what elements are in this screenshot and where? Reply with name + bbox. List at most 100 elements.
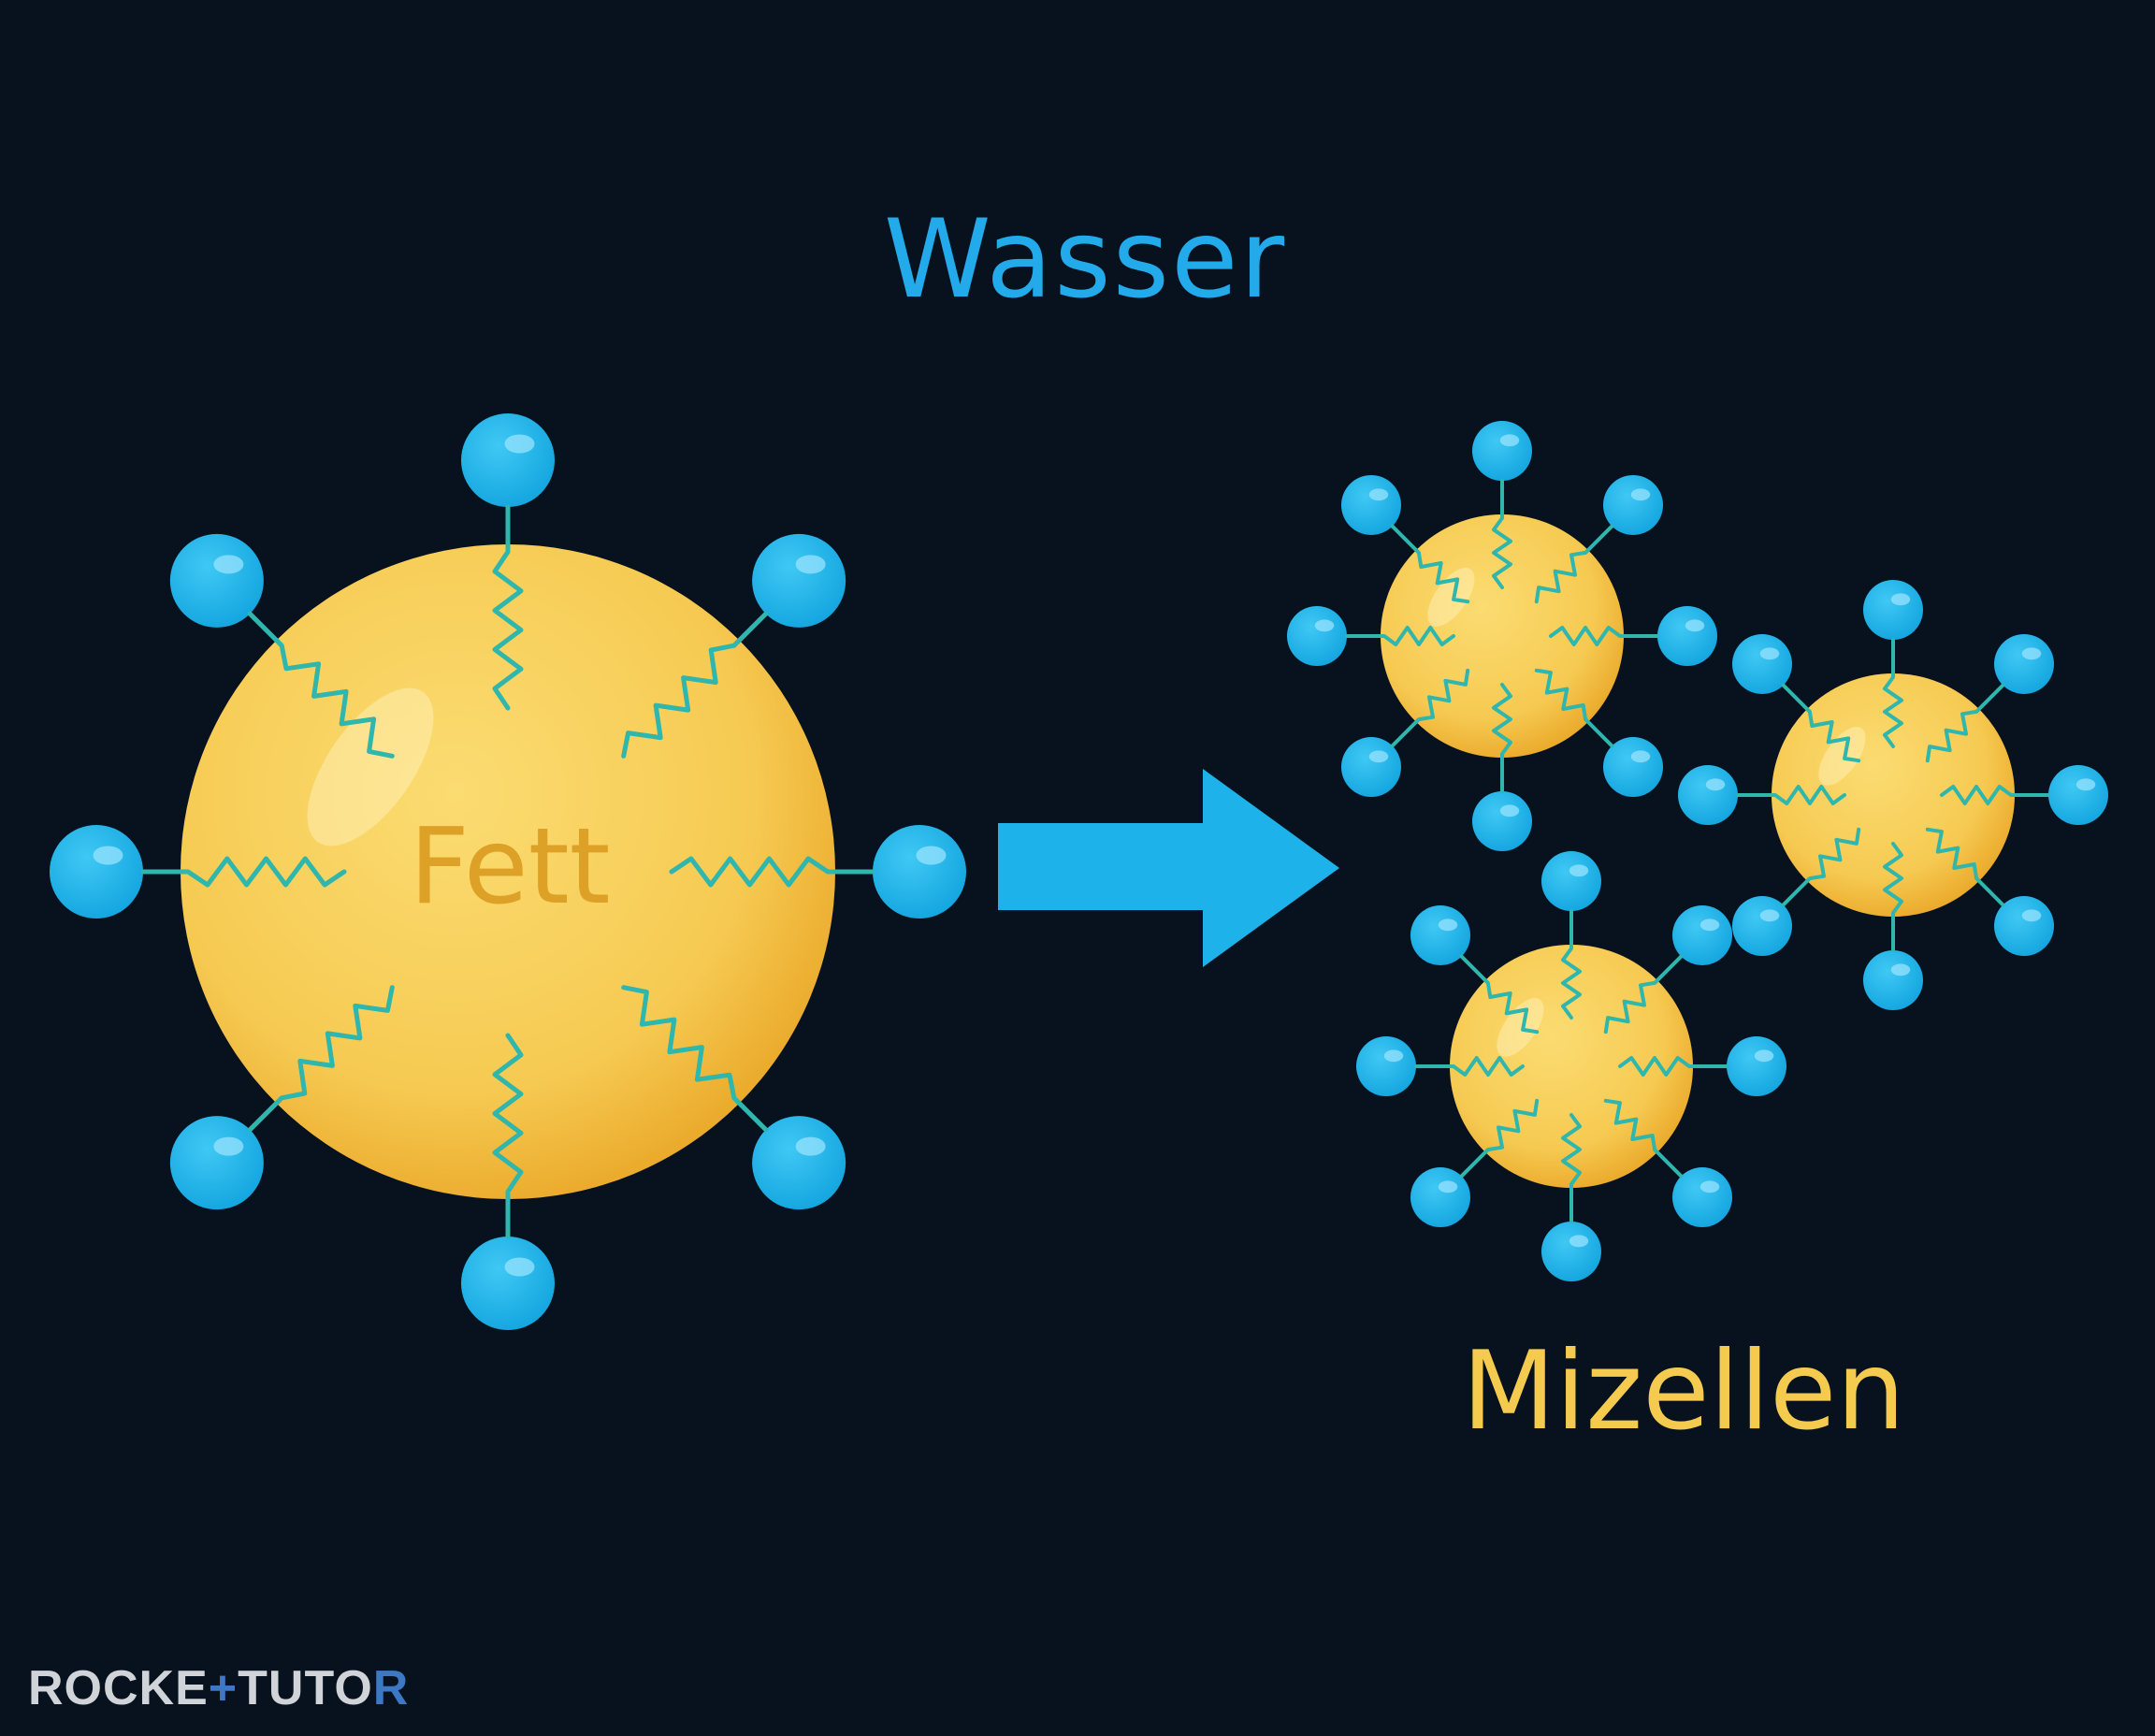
- hydrophobic-tail-icon: [1414, 1056, 1525, 1077]
- micelle-2-fat-body: [1772, 673, 2015, 917]
- hydrophilic-head-icon: [2048, 765, 2108, 825]
- hydrophobic-tail-icon: [1345, 626, 1455, 646]
- right-arrow-icon: [998, 769, 1339, 967]
- hydrophobic-tail-icon: [1603, 954, 1684, 1034]
- surfactant-tails-layer: [140, 479, 2050, 1239]
- hydrophobic-tail-icon: [492, 504, 524, 711]
- head-shine: [1759, 647, 1780, 660]
- micelle-3-fat-body: [1450, 945, 1693, 1188]
- head-shine: [1499, 804, 1520, 817]
- micelle-2-fat-highlight: [1818, 727, 1866, 786]
- hydrophobic-tail-icon: [1492, 479, 1512, 589]
- logo-text-2: TUTO: [238, 1661, 373, 1715]
- logo-text-1: ROCKE: [28, 1661, 209, 1715]
- hydrophobic-tail-icon: [1534, 524, 1614, 604]
- head-shine: [795, 555, 826, 574]
- hydrophilic-head-icon: [50, 825, 143, 919]
- head-shine: [1438, 919, 1458, 932]
- hydrophobic-tail-icon: [1459, 954, 1540, 1034]
- hydrophobic-tail-icon: [1492, 683, 1512, 793]
- hydrophobic-tail-icon: [492, 1033, 524, 1239]
- rocket-tutor-logo: ROCKE+TUTOR: [28, 1660, 409, 1716]
- hydrophilic-head-icon: [1678, 765, 1738, 825]
- hydrophobic-tail-icon: [247, 611, 395, 759]
- head-shine: [1499, 434, 1520, 447]
- hydrophobic-tail-icon: [1883, 842, 1903, 952]
- hydrophilic-head-icon: [1863, 950, 1923, 1010]
- hydrophilic-head-icon: [752, 1116, 846, 1210]
- head-shine: [93, 846, 123, 865]
- hydrophilic-head-icon: [1541, 1222, 1601, 1281]
- head-shine: [1630, 750, 1651, 763]
- head-shine: [1685, 619, 1705, 632]
- head-shine: [1314, 619, 1335, 632]
- hydrophilic-head-icon: [461, 1237, 555, 1330]
- hydrophobic-tail-icon: [1534, 668, 1614, 748]
- head-shine: [2075, 778, 2096, 791]
- hydrophobic-tail-icon: [1736, 785, 1846, 805]
- hydrophilic-head-icon: [1340, 737, 1401, 798]
- hydrophilic-head-icon: [169, 1116, 264, 1210]
- head-shine: [2021, 909, 2042, 922]
- head-shine: [2021, 647, 2042, 660]
- hydrophilic-head-icon: [1994, 896, 2055, 957]
- micelles-label: Mizellen: [1462, 1328, 1905, 1454]
- head-shine: [1438, 1180, 1458, 1194]
- head-shine: [504, 434, 535, 454]
- hydrophilic-head-icon: [1287, 606, 1347, 666]
- hydrophilic-head-icon: [461, 413, 555, 507]
- hydrophilic-head-icon: [1994, 633, 2055, 694]
- hydrophobic-tail-icon: [621, 985, 769, 1133]
- hydrophobic-tail-icon: [1603, 1098, 1684, 1179]
- hydrophobic-tail-icon: [669, 856, 875, 888]
- head-shine: [504, 1257, 535, 1277]
- hydrophilic-head-icon: [873, 825, 966, 919]
- hydrophilic-head-icon: [1541, 851, 1601, 911]
- hydrophilic-head-icon: [169, 533, 264, 628]
- head-shine: [1699, 919, 1720, 932]
- hydrophilic-head-icon: [1603, 737, 1664, 798]
- large-droplet-fat-highlight: [307, 687, 434, 846]
- hydrophobic-tail-icon: [1618, 1056, 1728, 1077]
- surfactant-heads-layer: [50, 413, 2108, 1330]
- hydrophilic-head-icon: [1340, 474, 1401, 535]
- head-shine: [1754, 1049, 1774, 1063]
- micelle-1-fat-highlight: [1427, 568, 1475, 627]
- hydrophobic-tail-icon: [621, 611, 769, 759]
- head-shine: [1368, 488, 1389, 501]
- hydrophobic-tail-icon: [1781, 683, 1861, 763]
- hydrophobic-tail-icon: [1549, 626, 1659, 646]
- logo-text-3: R: [372, 1661, 410, 1715]
- hydrophobic-tail-icon: [1390, 668, 1470, 748]
- hydrophobic-tail-icon: [1925, 683, 2005, 763]
- head-shine: [1890, 963, 1911, 976]
- hydrophilic-head-icon: [1410, 1167, 1470, 1228]
- head-shine: [1569, 1235, 1589, 1248]
- hydrophobic-tail-icon: [1781, 827, 1861, 907]
- hydrophilic-head-icon: [1863, 580, 1923, 640]
- hydrophobic-tail-icon: [1940, 785, 2050, 805]
- hydrophilic-head-icon: [752, 533, 846, 628]
- hydrophobic-tail-icon: [1925, 827, 2005, 907]
- hydrophilic-head-icon: [1356, 1036, 1416, 1096]
- hydrophobic-tail-icon: [1459, 1098, 1540, 1179]
- water-label: Wasser: [883, 196, 1287, 323]
- hydrophilic-head-icon: [1472, 791, 1532, 851]
- head-shine: [1890, 593, 1911, 606]
- head-shine: [1759, 909, 1780, 922]
- head-shine: [213, 1136, 244, 1156]
- hydrophobic-tail-icon: [1561, 909, 1582, 1020]
- hydrophilic-head-icon: [1672, 1167, 1733, 1228]
- logo-plus: +: [208, 1661, 239, 1715]
- head-shine: [1368, 750, 1389, 763]
- fat-label: Fett: [409, 806, 611, 928]
- hydrophobic-tail-icon: [247, 985, 395, 1133]
- head-shine: [1699, 1180, 1720, 1194]
- head-shine: [1705, 778, 1726, 791]
- hydrophobic-tail-icon: [140, 856, 347, 888]
- head-shine: [795, 1136, 826, 1156]
- head-shine: [1569, 864, 1589, 877]
- head-shine: [213, 555, 244, 574]
